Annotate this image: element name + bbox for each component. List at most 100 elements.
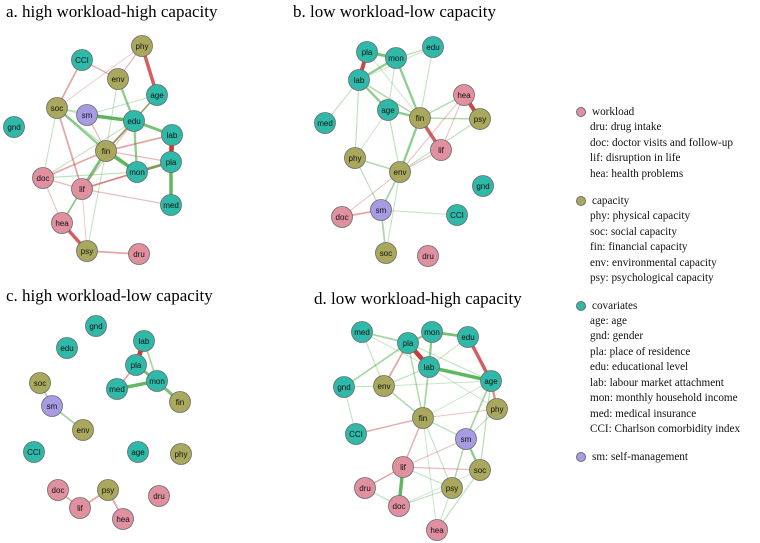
- edge-doc-env: [341, 171, 401, 218]
- node-circle: [97, 479, 119, 501]
- node-label: CCI: [75, 56, 89, 65]
- node-dru: dru: [148, 485, 170, 507]
- edge-doc-edu: [42, 120, 135, 179]
- node-circle: [377, 99, 399, 121]
- legend-item: soc: social capacity: [590, 225, 677, 238]
- node-label: gnd: [337, 383, 350, 392]
- node-circle: [56, 337, 78, 359]
- node-med: med: [160, 194, 182, 216]
- node-mon: mon: [421, 321, 443, 343]
- legend-group-self-management: sm: self-management: [576, 449, 760, 465]
- node-label: pla: [166, 158, 177, 167]
- node-circle: [344, 147, 366, 169]
- legend-item: age: age: [590, 314, 627, 327]
- node-circle: [3, 116, 25, 138]
- node-label: soc: [51, 104, 63, 113]
- node-label: doc: [393, 502, 406, 511]
- node-phy: phy: [486, 398, 508, 420]
- node-edu: edu: [123, 110, 145, 132]
- node-label: lab: [354, 76, 365, 85]
- node-circle: [397, 332, 419, 354]
- node-circle: [46, 97, 68, 119]
- node-label: mon: [424, 328, 440, 337]
- legend-group-capacity: capacity phy: physical capacity soc: soc…: [576, 193, 760, 287]
- node-label: pla: [362, 48, 373, 57]
- legend-item: hea: health problems: [590, 167, 684, 180]
- edge-med-lab: [361, 331, 430, 368]
- node-label: fin: [419, 414, 427, 423]
- node-label: psy: [446, 484, 458, 493]
- node-label: edu: [426, 43, 439, 52]
- legend-item: med: medical insurance: [590, 407, 697, 420]
- node-soc: soc: [29, 372, 51, 394]
- node-med: med: [314, 112, 336, 134]
- node-age: age: [146, 84, 168, 106]
- node-circle: [453, 84, 475, 106]
- node-circle: [412, 407, 434, 429]
- node-circle: [131, 35, 153, 57]
- node-circle: [72, 419, 94, 441]
- node-cci: CCI: [345, 423, 367, 445]
- node-edu: edu: [422, 36, 444, 58]
- node-label: dru: [359, 484, 371, 493]
- legend-group-title: covariates: [592, 299, 638, 312]
- node-circle: [388, 495, 410, 517]
- edge-lif-sm: [402, 438, 467, 468]
- node-circle: [455, 428, 477, 450]
- legend-group-covariates: covariates age: age gnd: gender pla: pla…: [576, 298, 760, 438]
- node-lif: lif: [392, 456, 414, 478]
- node-pla: pla: [125, 354, 147, 376]
- node-label: lab: [424, 363, 435, 372]
- panel-b-title: b. low workload-low capacity: [293, 2, 496, 21]
- node-label: age: [131, 448, 145, 457]
- node-circle: [422, 36, 444, 58]
- node-label: dru: [153, 492, 165, 501]
- node-circle: [472, 175, 494, 197]
- node-label: phy: [175, 450, 188, 459]
- edge-pla-fin: [366, 51, 421, 119]
- edge-doc-soc: [398, 469, 481, 507]
- node-label: edu: [60, 344, 73, 353]
- node-psy: psy: [441, 477, 463, 499]
- node-lab: lab: [418, 356, 440, 378]
- edge-soc-lif: [56, 107, 83, 190]
- node-circle: [480, 370, 502, 392]
- node-dru: dru: [128, 243, 150, 265]
- node-circle: [71, 49, 93, 71]
- node-label: sm: [82, 111, 93, 120]
- node-circle: [85, 315, 107, 337]
- edge-lif-med: [81, 188, 172, 206]
- edge-sm-CCI: [380, 209, 458, 216]
- node-label: pla: [131, 361, 142, 370]
- node-fin: fin: [95, 140, 117, 162]
- edge-phy-fin: [422, 408, 498, 419]
- node-label: doc: [52, 486, 65, 495]
- edge-gnd-pla: [343, 342, 409, 388]
- node-label: gnd: [89, 322, 102, 331]
- node-label: fin: [416, 114, 424, 123]
- node-soc: soc: [469, 459, 491, 481]
- node-mon: mon: [126, 161, 148, 183]
- node-circle: [441, 477, 463, 499]
- legend-item: phy: physical capacity: [590, 210, 691, 222]
- node-age: age: [377, 99, 399, 121]
- node-env: env: [373, 375, 395, 397]
- node-label: env: [394, 168, 407, 177]
- node-label: med: [354, 328, 370, 337]
- node-lab: lab: [161, 124, 183, 146]
- node-pla: pla: [356, 41, 378, 63]
- node-age: age: [127, 441, 149, 463]
- node-label: env: [378, 382, 391, 391]
- node-phy: phy: [344, 147, 366, 169]
- node-label: gnd: [476, 182, 489, 191]
- edge-hea-env: [399, 94, 465, 173]
- node-mon: mon: [146, 370, 168, 392]
- node-pla: pla: [160, 151, 182, 173]
- node-label: med: [317, 119, 333, 128]
- node-phy: phy: [170, 443, 192, 465]
- node-circle: [41, 395, 63, 417]
- node-circle: [345, 423, 367, 445]
- node-label: psy: [81, 247, 93, 256]
